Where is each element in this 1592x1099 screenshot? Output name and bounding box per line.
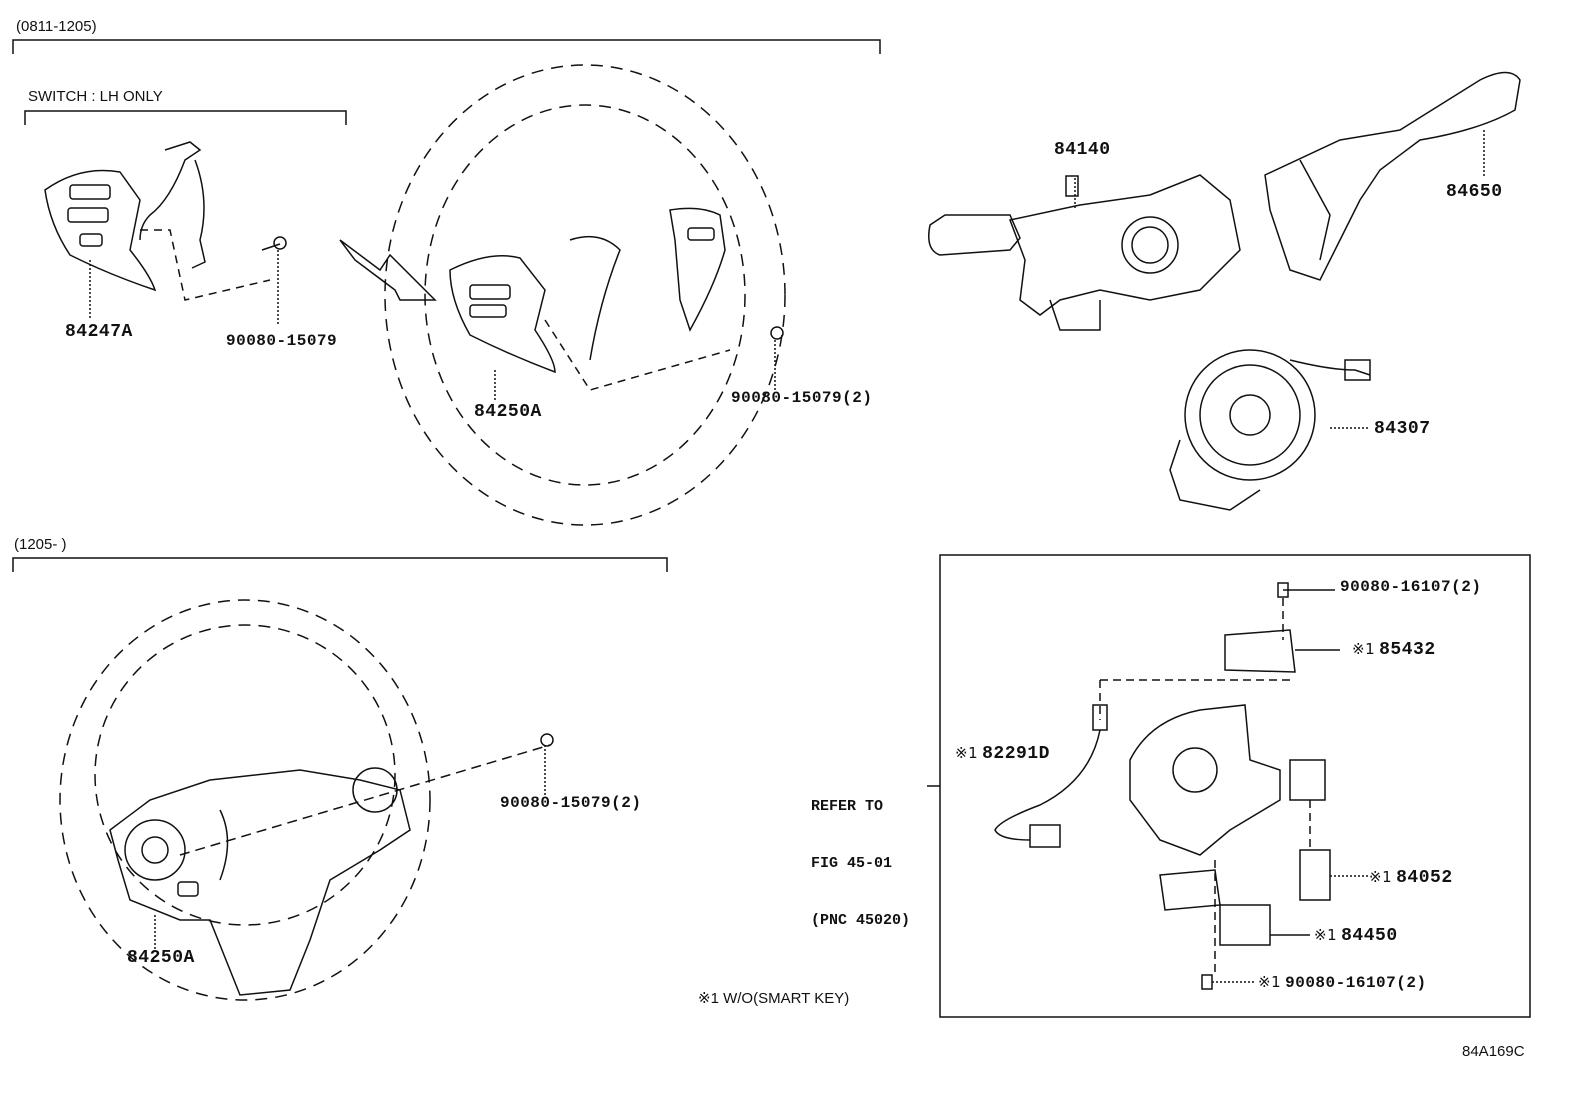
wiper-switch-84650-drawing: [1264, 71, 1521, 281]
steering-wheel-early-drawing: [339, 64, 786, 526]
smart-key-box: [939, 554, 1531, 1018]
refer-line-2: FIG 45-01: [811, 855, 893, 872]
switch-84247a-drawing: [44, 141, 287, 325]
steering-wheel-late-drawing: [59, 599, 554, 1001]
late-range-label: (1205- ): [14, 536, 67, 553]
switch-note-label: SWITCH : LH ONLY: [28, 88, 163, 105]
part-label-90080-15079-2-late[interactable]: 90080-15079(2): [500, 794, 642, 812]
part-label-84307[interactable]: 84307: [1374, 419, 1431, 439]
switch-group-bracket: [24, 110, 347, 125]
part-label-84650[interactable]: 84650: [1446, 182, 1503, 202]
part-label-84250a-early[interactable]: 84250A: [474, 402, 542, 422]
without-smart-key-marker: ※1: [955, 744, 979, 762]
figure-id: 84A169C: [1462, 1043, 1525, 1060]
refer-note[interactable]: REFER TO FIG 45-01 (PNC 45020): [811, 759, 910, 949]
without-smart-key-marker: ※1: [1258, 973, 1282, 991]
part-label-90080-15079-2-early[interactable]: 90080-15079(2): [731, 389, 873, 407]
part-label-84140[interactable]: 84140: [1054, 140, 1111, 160]
early-range-label: (0811-1205): [16, 18, 97, 35]
early-range-bracket: [12, 39, 881, 54]
combination-switch-84140-drawing: [928, 174, 1241, 331]
part-label-90080-16107-2-top[interactable]: 90080-16107(2): [1340, 578, 1482, 596]
part-label-90080-15079[interactable]: 90080-15079: [226, 332, 338, 350]
part-label-84250a-late[interactable]: 84250A: [127, 948, 195, 968]
without-smart-key-marker: ※1: [1369, 868, 1393, 886]
footnote-smart-key: ※1 W/O(SMART KEY): [698, 990, 850, 1007]
refer-line-3: (PNC 45020): [811, 912, 911, 929]
spiral-cable-84307-drawing: [1169, 349, 1371, 511]
without-smart-key-marker: ※1: [1314, 926, 1338, 944]
late-range-bracket: [12, 557, 668, 572]
part-label-84247a[interactable]: 84247A: [65, 322, 133, 342]
without-smart-key-marker: ※1: [1352, 640, 1376, 658]
refer-line-1: REFER TO: [811, 798, 884, 815]
ignition-parts-drawing: [994, 582, 1370, 990]
